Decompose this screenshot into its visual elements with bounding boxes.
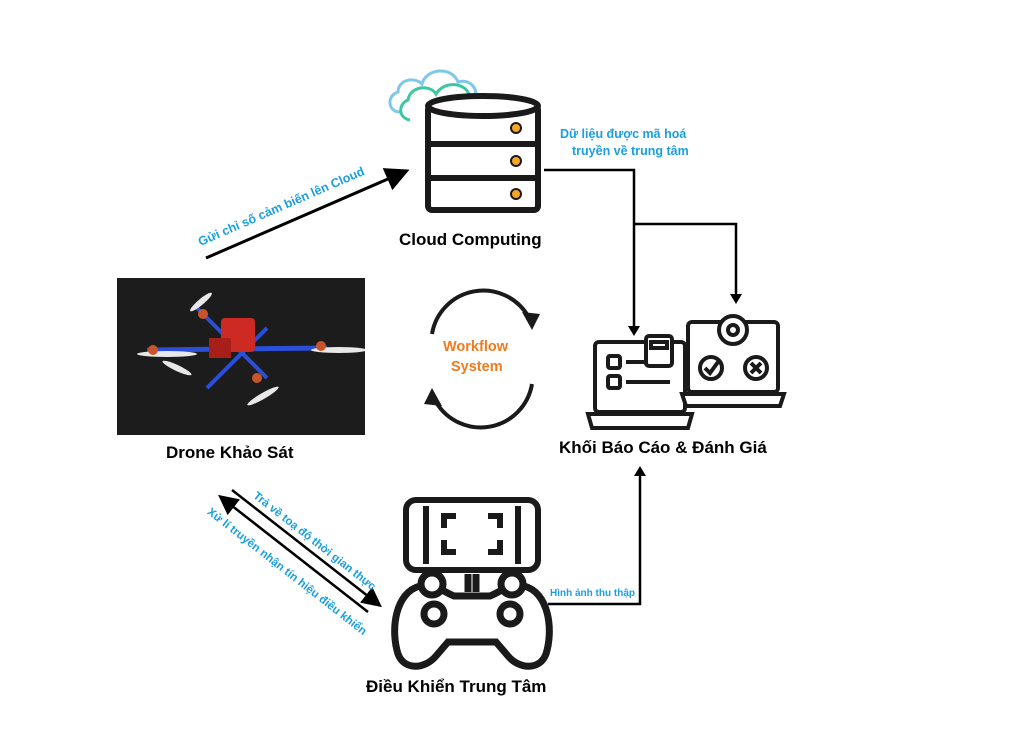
workflow-cycle-icon	[430, 288, 534, 430]
node-report: Khối Báo Cáo & Đánh Giá	[559, 438, 767, 457]
node-control-center: Điều Khiển Trung Tâm	[366, 677, 547, 696]
workflow-label-line1: Workflow	[443, 339, 508, 355]
connector-cloud-to-report	[544, 168, 738, 330]
arrow-coords-realtime	[231, 489, 382, 608]
game-controller-icon	[391, 569, 553, 670]
node-drone: Drone Khảo Sát	[166, 443, 294, 462]
workflow-label-line2: System	[451, 359, 503, 375]
arrow-signal-processing	[218, 494, 369, 613]
drone-illustration	[137, 292, 367, 406]
edge-label-images: Hình ảnh thu thập	[550, 588, 635, 599]
edge-label-encrypted-line1: Dữ liệu được mã hoá	[560, 127, 687, 141]
phone-scan-icon	[403, 497, 541, 573]
laptop-gear-icon	[679, 314, 787, 408]
connector-images-to-report	[548, 474, 642, 606]
arrow-sensor-to-cloud	[205, 168, 410, 260]
database-server-icon	[425, 93, 541, 213]
node-cloud-computing: Cloud Computing	[399, 230, 542, 249]
laptop-checklist-icon	[585, 334, 695, 430]
drone-photo	[117, 278, 367, 435]
edge-label-encrypted-line2: truyền về trung tâm	[572, 144, 689, 158]
